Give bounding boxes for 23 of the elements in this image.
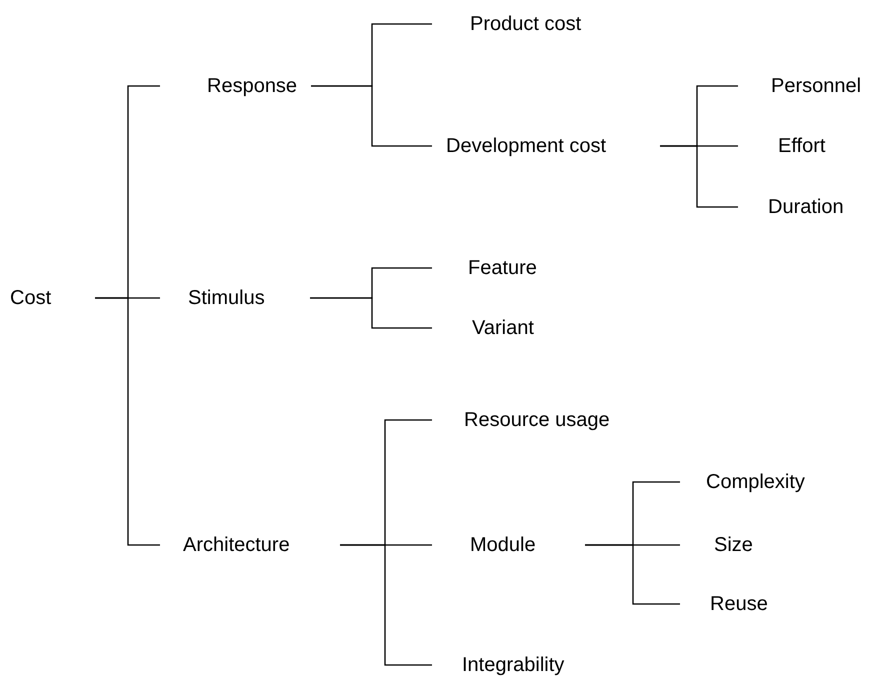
tree-label: Complexity: [706, 470, 805, 494]
connector-line: [660, 145, 738, 208]
tree-label: Duration: [768, 196, 844, 218]
connector-line: [585, 544, 680, 605]
tree-label: Module: [470, 534, 536, 556]
connector-line: [311, 85, 432, 147]
tree-label: Personnel: [771, 74, 862, 98]
tree-label: Feature: [468, 256, 537, 280]
tree-label: Resource usage: [464, 408, 610, 432]
tree-label: Effort: [778, 134, 826, 158]
tree-label: Architecture: [183, 534, 290, 556]
tree-label: Product cost: [470, 12, 582, 36]
tree-label: Development cost: [446, 134, 606, 158]
tree-label: Size: [714, 534, 753, 556]
tree-label: Cost: [10, 286, 52, 310]
tree-label: Variant: [472, 316, 534, 340]
tree-label: Response: [207, 74, 298, 98]
tree-label: Stimulus: [188, 286, 265, 310]
tree-label: Integrability: [462, 654, 564, 676]
connector-line: [310, 297, 432, 329]
connector-line: [95, 297, 160, 546]
tree-label: Reuse: [710, 592, 768, 616]
connector-line: [340, 544, 432, 666]
